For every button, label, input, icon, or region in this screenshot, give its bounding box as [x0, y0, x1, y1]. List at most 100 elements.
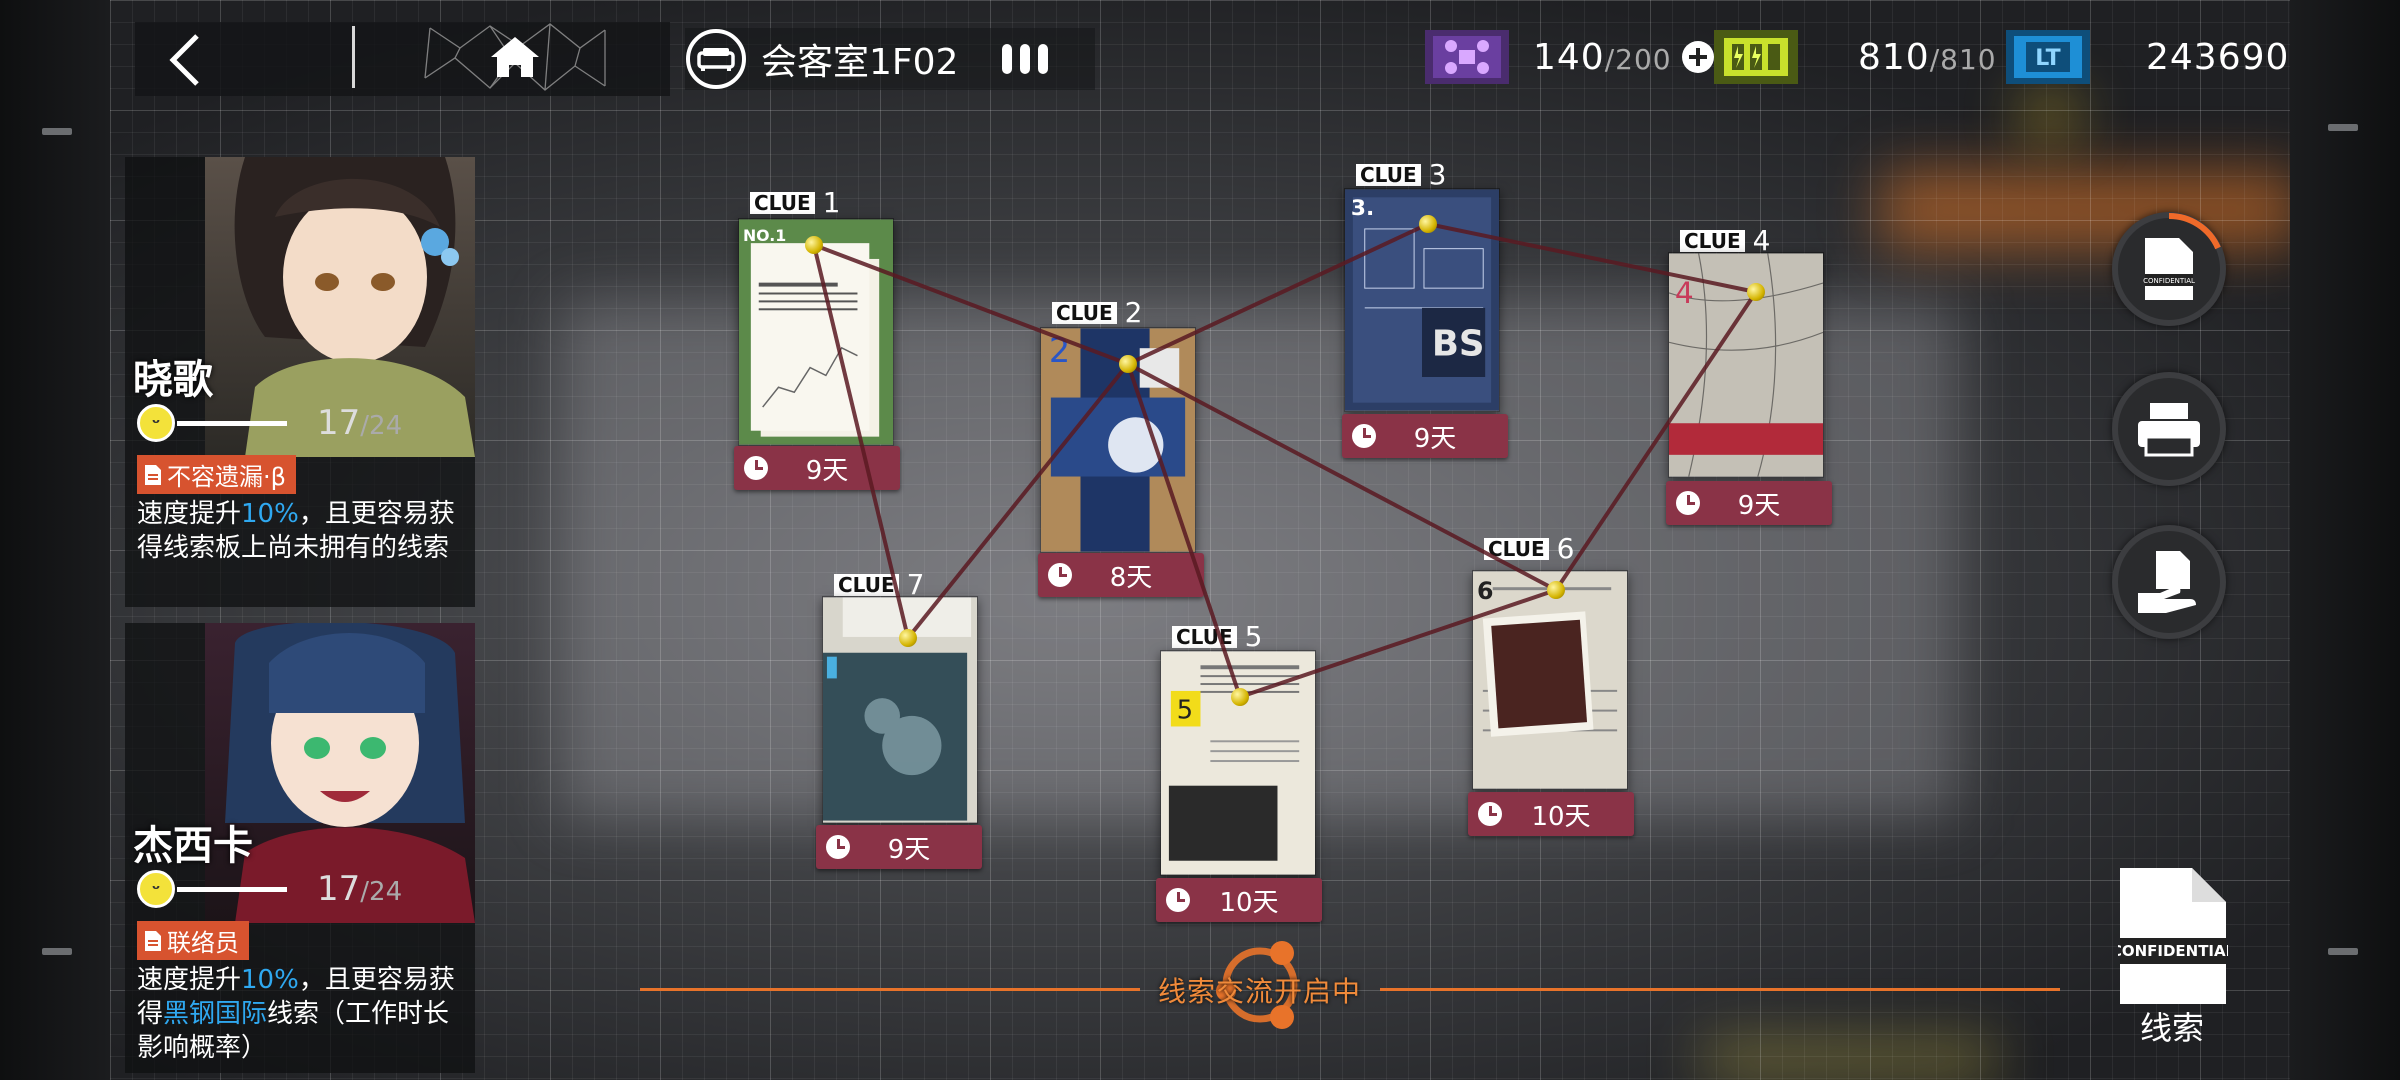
clue-timer: 9天	[734, 446, 900, 490]
mood-smile-icon: ᵕ	[137, 404, 175, 442]
skill-description: 速度提升10%，且更容易获得黑钢国际线索（工作时长影响概率）	[137, 965, 455, 1063]
svg-text:CONFIDENTIAL: CONFIDENTIAL	[2143, 277, 2195, 285]
exchange-network-icon	[1216, 941, 1298, 1029]
back-button[interactable]	[150, 30, 220, 90]
clue-timer: 9天	[1342, 414, 1508, 458]
pin-clue-5	[1231, 688, 1249, 706]
daily-clue-button[interactable]	[2112, 372, 2226, 486]
pin-clue-1	[805, 236, 823, 254]
document-icon	[145, 464, 161, 485]
give-document-icon	[2138, 551, 2196, 613]
clue-collection-label: 线索	[2140, 1009, 2205, 1047]
clock-icon	[744, 456, 768, 480]
clue-exchange-status: 线索交流开启中	[1158, 975, 1362, 1008]
clue-card-newspaper: 5	[1160, 650, 1316, 876]
operator-card-1[interactable]: 晓歌 ᵕ 17/24 不容遗漏·β 速度提升10%，且更容易获得线索板上尚未拥有…	[125, 157, 475, 607]
topbar-nav	[135, 22, 670, 96]
svg-text:BS: BS	[1432, 323, 1485, 364]
mood-current: 17	[317, 403, 361, 443]
energy-resource: 810/810	[1714, 24, 1997, 90]
lmd-count: 243690	[2146, 36, 2290, 78]
room-title: 会客室1F02	[761, 42, 959, 83]
mood-indicator: ᵕ 17/24	[137, 403, 402, 443]
right-frame	[2290, 0, 2400, 1080]
svg-text:3.: 3.	[1351, 196, 1374, 221]
operator-portrait	[205, 157, 475, 457]
skill-name: 联络员	[167, 929, 239, 957]
svg-text:5: 5	[1177, 696, 1193, 726]
svg-text:6: 6	[1477, 577, 1493, 605]
lmd-resource: LT 243690	[2006, 24, 2289, 90]
drone-icon	[1425, 30, 1509, 84]
printer-icon	[2138, 403, 2200, 457]
clue-timer: 10天	[1156, 878, 1322, 922]
clue-card-package: 2	[1040, 327, 1196, 553]
svg-text:4: 4	[1675, 276, 1694, 310]
pin-clue-4	[1747, 283, 1765, 301]
mood-indicator: ᵕ 17/24	[137, 869, 402, 909]
mood-max: /24	[360, 411, 403, 441]
svg-text:2: 2	[1049, 331, 1070, 370]
reception-sofa-icon	[686, 29, 746, 89]
document-icon	[145, 930, 161, 951]
clock-icon	[826, 835, 850, 859]
skill-tag: 不容遗漏·β	[137, 455, 296, 494]
clock-icon	[1048, 563, 1072, 587]
skill-description: 速度提升10%，且更容易获得线索板上尚未拥有的线索	[137, 499, 455, 563]
drone-resource: 140/200	[1425, 24, 1716, 90]
operator-portrait	[205, 623, 475, 923]
energy-count: 810	[1858, 36, 1930, 78]
room-level-icon	[1002, 44, 1049, 74]
svg-text:NO.1: NO.1	[743, 226, 786, 245]
exchange-line-left	[640, 988, 1140, 991]
mood-max: /24	[360, 877, 403, 907]
clue-timer: 10天	[1468, 792, 1634, 836]
svg-text:LT: LT	[2035, 46, 2060, 71]
clock-icon	[1478, 802, 1502, 826]
drone-max: /200	[1604, 42, 1672, 76]
operator-name: 杰西卡	[133, 823, 253, 869]
home-icon	[491, 37, 539, 77]
chevron-left-icon	[169, 34, 199, 86]
clue-collection-button[interactable]: CONFIDENTIAL	[2118, 866, 2228, 1006]
clue-timer: 9天	[816, 825, 982, 869]
operator-name: 晓歌	[133, 357, 213, 403]
pin-clue-2	[1119, 355, 1137, 373]
clock-icon	[1352, 424, 1376, 448]
svg-text:CONFIDENTIAL: CONFIDENTIAL	[2118, 942, 2228, 960]
clue-card-order-form: 6	[1472, 570, 1628, 790]
room-header: 会客室1F02	[685, 28, 1095, 90]
clock-icon	[1166, 888, 1190, 912]
clock-icon	[1676, 491, 1700, 515]
clue-card-medical-record	[822, 596, 978, 824]
pin-clue-6	[1547, 581, 1565, 599]
mood-current: 17	[317, 869, 361, 909]
pin-clue-3	[1419, 215, 1437, 233]
drone-count: 140	[1533, 36, 1605, 78]
clue-timer: 9天	[1666, 481, 1832, 525]
pin-clue-7	[899, 629, 917, 647]
progress-ring	[2168, 212, 2221, 250]
mood-smile-icon: ᵕ	[137, 870, 175, 908]
clue-card-map: 4	[1668, 252, 1824, 478]
confidential-document-icon: CONFIDENTIAL	[2143, 238, 2195, 300]
battery-icon	[1714, 30, 1798, 84]
skill-tag: 联络员	[137, 921, 249, 960]
clue-timer: 8天	[1038, 553, 1204, 597]
energy-max: /810	[1929, 42, 1997, 76]
operator-card-2[interactable]: 杰西卡 ᵕ 17/24 联络员 速度提升10%，且更容易获得黑钢国际线索（工作时…	[125, 623, 475, 1073]
send-clue-button[interactable]	[2112, 525, 2226, 639]
home-button[interactable]	[420, 18, 610, 96]
add-drone-icon[interactable]	[1680, 39, 1716, 75]
exchange-line-right	[1380, 988, 2060, 991]
lmd-currency-icon: LT	[2006, 30, 2090, 84]
skill-name: 不容遗漏·β	[167, 463, 286, 491]
left-frame	[0, 0, 110, 1080]
unlock-clue-button[interactable]: CONFIDENTIAL	[2112, 212, 2226, 326]
topbar-divider	[352, 26, 355, 88]
